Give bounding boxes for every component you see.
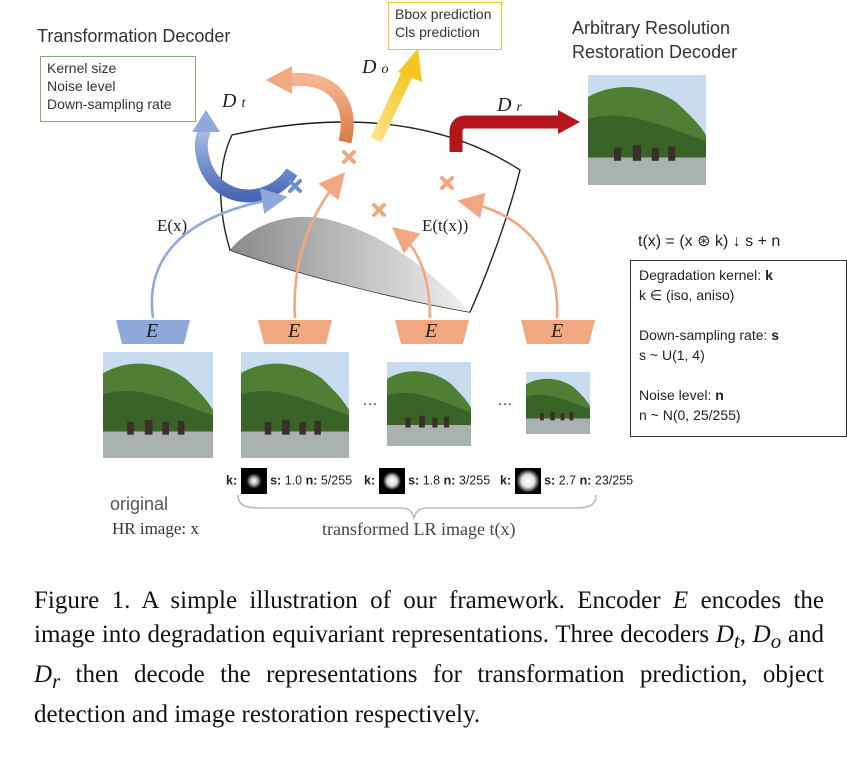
noise-legend: Noise level: n: [639, 387, 724, 403]
dr-red-arrow: [449, 115, 560, 152]
encoder-label-1: E: [146, 320, 159, 342]
orange-x-marker-3: [440, 176, 454, 190]
kernel-image-2: [378, 468, 405, 494]
framework-diagram: [116, 48, 831, 521]
kernel-legend: Degradation kernel: k: [639, 267, 773, 283]
down-sampling-rate-item: Down-sampling rate: [47, 96, 172, 112]
etx-arrow-1: [293, 172, 345, 319]
ex-arrow: [150, 188, 288, 319]
restored-image: [588, 75, 706, 185]
encoder-original: [116, 320, 190, 344]
original-label: original: [110, 494, 169, 514]
dr-label: D r: [497, 94, 522, 116]
lr-image-3: [526, 372, 590, 434]
transformed-label: transformed LR image t(x): [322, 519, 516, 539]
restoration-decoder-title-1: Arbitrary Resolution: [572, 18, 731, 38]
kernel-image-3: [514, 468, 541, 494]
encoder-label-3: E: [425, 320, 438, 342]
kernel-distribution: k ∈ (iso, aniso): [639, 287, 735, 303]
params-2: k: s: 1.8 n: 3/255: [364, 468, 490, 494]
encoder-label-4: E: [551, 320, 564, 342]
encoder-lr-2: [395, 320, 469, 344]
transformation-items-box: Kernel size Noise level Down-sampling ra…: [40, 56, 196, 122]
encoder-lr-3: [521, 320, 595, 344]
blue-x-marker: [288, 179, 302, 193]
transformation-decoder-title: Transformation Decoder: [37, 26, 231, 46]
dt-label: D t: [222, 90, 246, 112]
original-hr-image: [103, 352, 213, 458]
etx-arrow-3: [457, 192, 559, 319]
figure-caption: Figure 1. A simple illustration of our f…: [34, 587, 824, 728]
ex-label: E(x): [157, 216, 188, 235]
restoration-decoder-title-2: Restoration Decoder: [572, 42, 738, 62]
rate-distribution: s ~ U(1, 4): [639, 347, 705, 363]
kernel-size-item: Kernel size: [47, 60, 117, 76]
transformed-brace: [237, 494, 597, 521]
noise-distribution: n ~ N(0, 25/255): [639, 407, 741, 423]
do-yellow-arrow: [370, 67, 415, 143]
cls-prediction-item: Cls prediction: [395, 24, 480, 40]
lr-image-1: [241, 352, 349, 458]
orange-x-marker-1: [342, 150, 356, 164]
encoder-label-2: E: [288, 320, 301, 342]
params-1: k: s: 1.0 n: 5/255: [226, 468, 352, 494]
object-items-box: Bbox prediction Cls prediction: [388, 2, 502, 50]
ellipsis-1: …: [362, 392, 378, 409]
dt-orange-arrow: [289, 72, 354, 144]
rate-legend: Down-sampling rate: s: [639, 327, 780, 343]
etx-arrow-2: [391, 227, 432, 319]
params-3: k: s: 2.7 n: 23/255: [500, 468, 633, 494]
etx-label: E(t(x)): [422, 216, 469, 235]
lr-image-2: [387, 362, 471, 446]
encoder-lr-1: [258, 320, 332, 344]
degradation-formula: t(x) = (x ⊛ k) ↓ s + n: [638, 233, 781, 250]
kernel-image-1: [240, 468, 267, 494]
manifold-shadow: [230, 216, 470, 312]
noise-level-item: Noise level: [47, 78, 116, 94]
orange-x-marker-2: [372, 203, 386, 217]
degradation-legend: Degradation kernel: k k ∈ (iso, aniso) D…: [630, 260, 847, 437]
do-label: D o: [362, 56, 389, 78]
bbox-prediction-item: Bbox prediction: [395, 6, 492, 22]
ellipsis-2: …: [497, 392, 513, 409]
hr-image-label: HR image: x: [112, 519, 199, 538]
